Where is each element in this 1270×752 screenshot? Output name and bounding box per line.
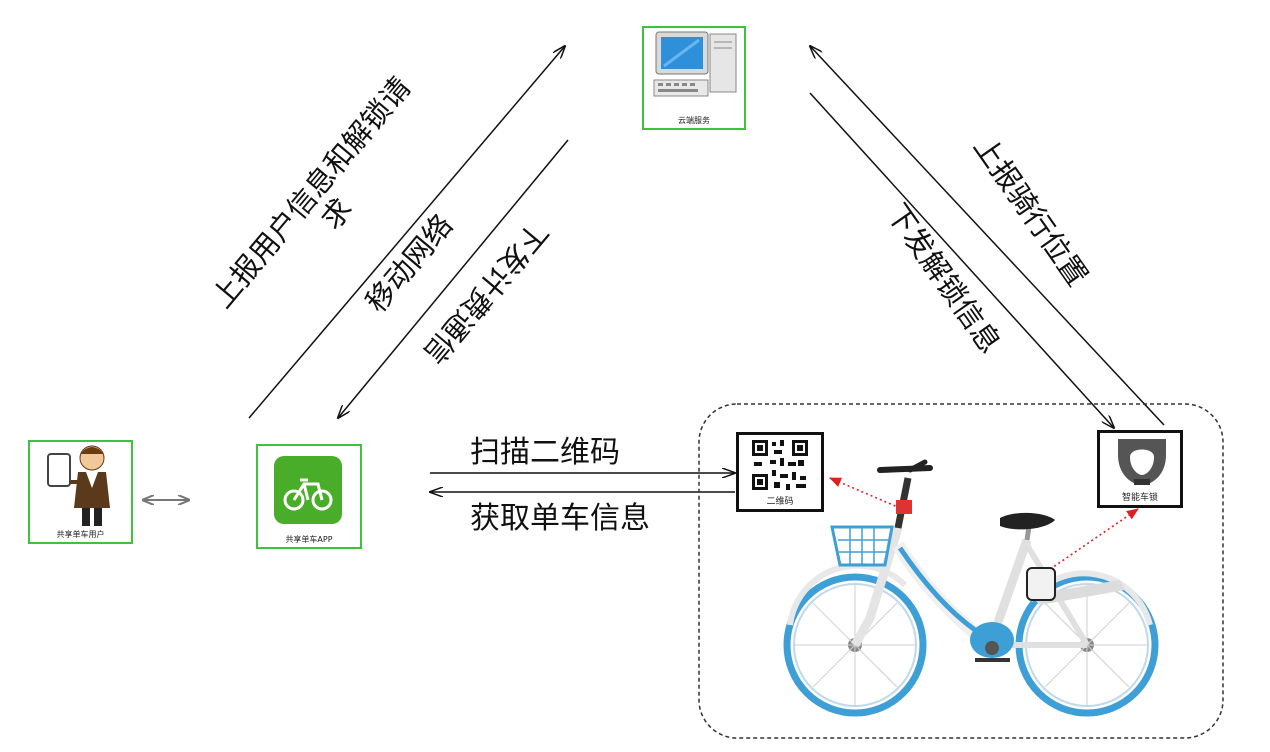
cloud-server-node: 云端服务 (642, 26, 746, 130)
arrow-server-to-app (338, 139, 569, 418)
bicycle-illustration (783, 459, 1159, 717)
user-caption: 共享单车用户 (56, 530, 105, 539)
computer-icon (653, 31, 737, 97)
qr-caption: 二维码 (766, 497, 794, 507)
server-caption: 云端服务 (678, 116, 710, 125)
bike-area-boundary (698, 403, 1224, 739)
person-with-phone-icon (47, 445, 110, 526)
app-caption: 共享单车APP (285, 535, 333, 544)
arrow-lock-to-server (810, 46, 1165, 426)
lock-caption: 智能车锁 (1121, 493, 1158, 503)
qr-code-icon (752, 440, 808, 490)
arrow-server-to-lock (809, 92, 1114, 428)
arrow-app-to-server (248, 46, 565, 419)
app-node: 共享单车APP (256, 444, 362, 549)
pointer-to-lock (1045, 508, 1139, 573)
smart-lock-icon (1118, 439, 1166, 485)
user-node: 共享单车用户 (28, 440, 133, 544)
smart-lock-node: 智能车锁 (1097, 430, 1183, 508)
app-icon (274, 456, 342, 524)
bicycle-icon (283, 478, 333, 511)
qr-code-node: 二维码 (736, 432, 824, 512)
label-scan-qr: 扫描二维码 (470, 435, 620, 470)
label-get-bike-info: 获取单车信息 (470, 501, 650, 536)
pointer-to-qr (829, 477, 901, 509)
